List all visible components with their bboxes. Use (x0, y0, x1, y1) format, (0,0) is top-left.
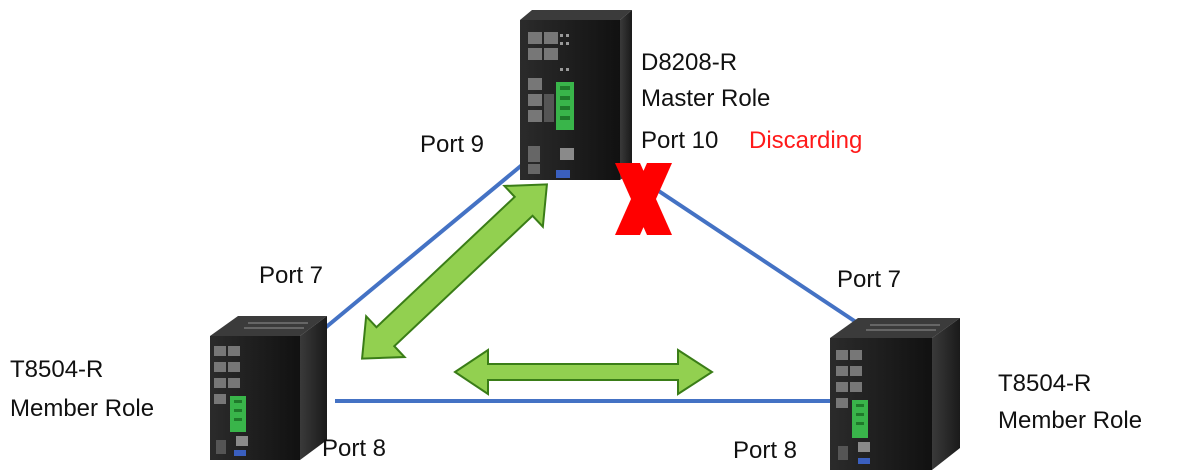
right-member-model-label: T8504-R (998, 370, 1092, 397)
diagonal-double-arrow-icon (360, 183, 549, 360)
master-port-10-label: Port 10 (641, 127, 719, 154)
link-master-to-left (323, 158, 530, 330)
left-member-switch-icon (210, 316, 327, 460)
master-role-label: Master Role (641, 85, 771, 112)
right-member-role-label: Member Role (998, 407, 1143, 434)
master-port-9-label: Port 9 (420, 131, 485, 158)
left-port-7-label: Port 7 (259, 262, 324, 289)
master-switch-icon (520, 10, 632, 180)
right-port-8-label: Port 8 (733, 437, 798, 464)
left-member-model-label: T8504-R (10, 356, 104, 383)
discarding-status-label: Discarding (749, 127, 863, 154)
left-member-role-label: Member Role (10, 395, 155, 422)
left-port-8-label: Port 8 (322, 435, 387, 462)
right-port-7-label: Port 7 (837, 266, 902, 293)
right-member-switch-icon (830, 318, 960, 470)
master-model-label: D8208-R (641, 49, 738, 76)
red-x-icon (615, 163, 672, 235)
horizontal-double-arrow-icon (453, 348, 714, 396)
